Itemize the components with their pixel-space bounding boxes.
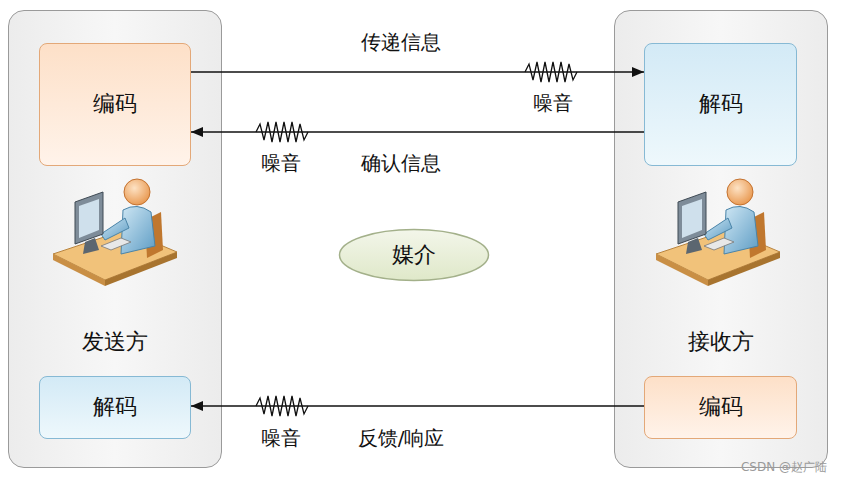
person-at-computer (656, 179, 780, 286)
noise-label: 噪音 (261, 151, 301, 175)
decode-box: 解码 (644, 43, 797, 166)
box-text: 解码 (699, 91, 743, 117)
message-arrow (191, 405, 644, 406)
message-arrow (191, 131, 644, 132)
person-at-computer (53, 179, 177, 286)
box-text: 编码 (699, 394, 743, 420)
medium-text: 媒介 (392, 242, 436, 268)
message-arrow (191, 71, 644, 72)
party-name: 发送方 (9, 327, 221, 357)
watermark: CSDN @赵广陆 (741, 460, 827, 474)
noise-label: 噪音 (533, 91, 573, 115)
decode-box: 解码 (39, 376, 191, 439)
box-text: 解码 (93, 394, 137, 420)
encode-box: 编码 (644, 376, 797, 439)
box-text: 编码 (93, 91, 137, 117)
party-name: 接收方 (615, 327, 827, 357)
edge-label: 传递信息 (361, 30, 441, 54)
edge-label: 确认信息 (361, 151, 441, 175)
encode-box: 编码 (39, 43, 191, 166)
edge-label: 反馈/响应 (358, 426, 445, 450)
medium-ellipse: 媒介 (338, 228, 490, 282)
noise-label: 噪音 (261, 426, 301, 450)
